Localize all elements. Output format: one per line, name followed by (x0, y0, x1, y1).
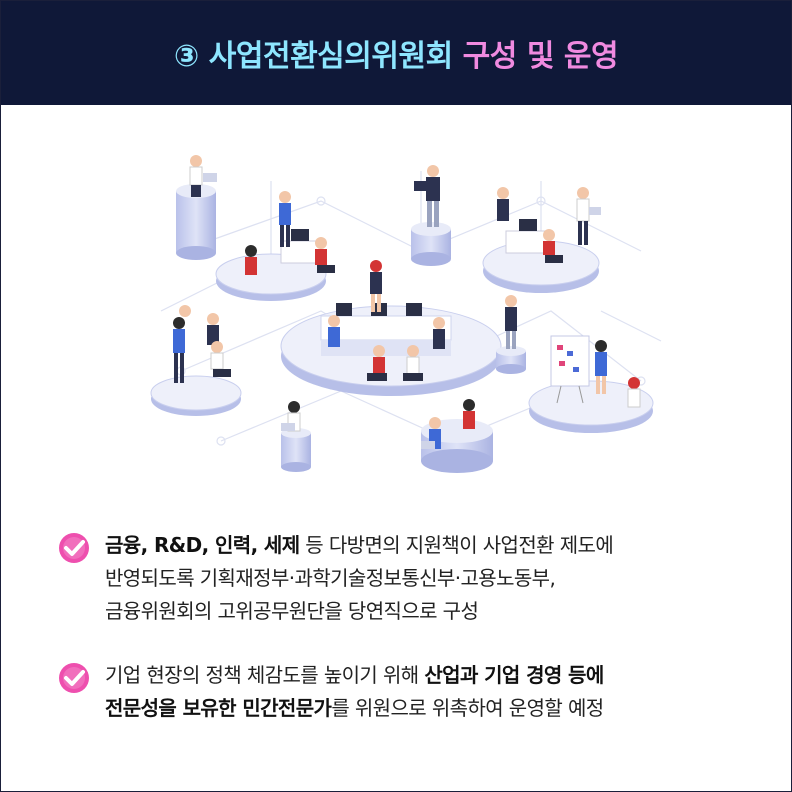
bullet-item-2: 기업 현장의 정책 체감도를 높이기 위해 산업과 기업 경영 등에 전문성을 … (57, 659, 604, 725)
platform-presentation (528, 335, 654, 433)
bullet-1-line1: 등 다방면의 지원책이 사업전환 제도에 (299, 533, 614, 557)
podium-right (496, 295, 526, 374)
check-circle-icon (59, 663, 89, 693)
check-circle-icon (59, 533, 89, 563)
platform-left-desk (215, 191, 335, 301)
bullet-text-2: 기업 현장의 정책 체감도를 높이기 위해 산업과 기업 경영 등에 전문성을 … (105, 659, 604, 725)
header-banner (1, 1, 791, 105)
bullet-item-1: 금융, R&D, 인력, 세제 등 다방면의 지원책이 사업전환 제도에 반영되… (57, 529, 614, 628)
podium-top-center (411, 165, 451, 266)
person-center-standing (370, 260, 382, 312)
platform-bottom (421, 399, 493, 473)
bullet-2-line2: 를 위원으로 위촉하여 운영할 예정 (331, 696, 604, 720)
platform-left-meeting (150, 305, 242, 416)
page-title: ③ 사업전환심의위원회 구성 및 운영 (1, 1, 791, 105)
platform-right-desk (482, 187, 601, 293)
podium-top-left (176, 155, 217, 260)
bullet-1-bold: 금융, R&D, 인력, 세제 (105, 533, 300, 557)
center-platform (280, 303, 502, 396)
title-main: ③ 사업전환심의위원회 (173, 39, 453, 74)
bullet-1-line3: 금융위원회의 고위공무원단을 당연직으로 구성 (105, 599, 479, 623)
podium-bottom-left (281, 401, 311, 472)
office-team-illustration (150, 155, 662, 473)
bullet-2-bold-2: 전문성을 보유한 민간전문가 (105, 696, 332, 720)
bullet-2-bold-1: 산업과 기업 경영 등에 (424, 663, 604, 687)
bullet-1-line2: 반영되도록 기획재정부·과학기술정보통신부·고용노동부, (105, 566, 556, 590)
title-accent: 구성 및 운영 (462, 39, 619, 74)
bullet-text-1: 금융, R&D, 인력, 세제 등 다방면의 지원책이 사업전환 제도에 반영되… (105, 529, 614, 628)
bullet-2-line1: 기업 현장의 정책 체감도를 높이기 위해 (105, 663, 425, 687)
